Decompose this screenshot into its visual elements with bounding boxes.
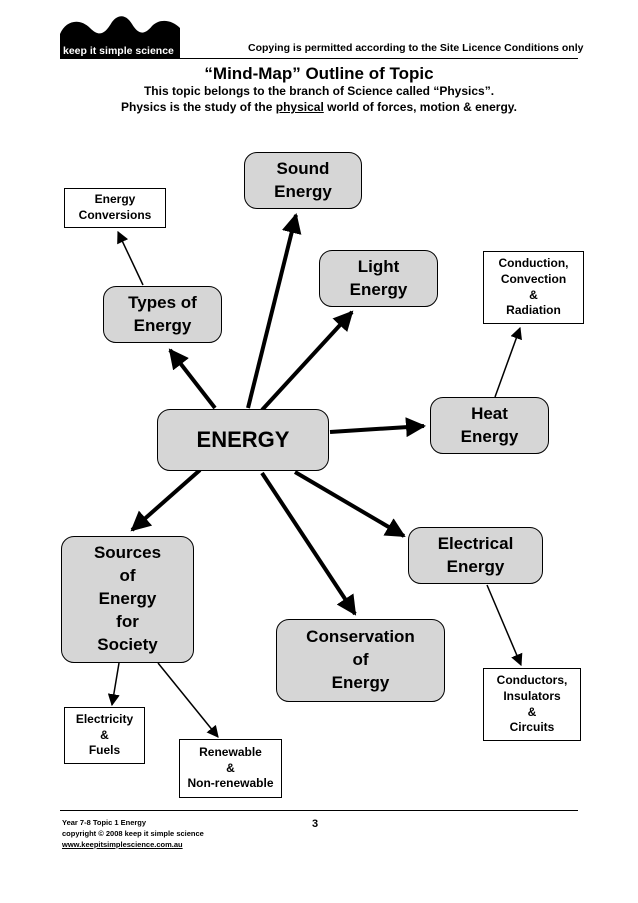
registered-mark: ® (170, 31, 176, 38)
arrow-to-conservation (260, 471, 357, 616)
leaf-conductors-insulators-circuits: Conductors, Insulators & Circuits (483, 668, 581, 741)
node-energy: ENERGY (157, 409, 329, 471)
intro-line-2-end: world of forces, motion & energy. (323, 100, 517, 114)
node-light-energy: Light Energy (319, 250, 438, 307)
header-divider (60, 58, 578, 59)
leaf-energy-conversions: Energy Conversions (64, 188, 166, 228)
arrow-to-electricity (107, 662, 120, 707)
arrow-to-conduction (494, 326, 522, 398)
arrow-to-renewable (157, 662, 219, 738)
logo-mark-icon (60, 16, 180, 46)
leaf-conduction-convection-radiation: Conduction, Convection & Radiation (483, 251, 584, 324)
arrow-to-types (168, 348, 217, 410)
page-title: “Mind-Map” Outline of Topic (204, 64, 434, 83)
arrow-to-sound (246, 213, 302, 409)
node-types-of-energy: Types of Energy (103, 286, 222, 343)
arrow-to-conversions (117, 230, 144, 286)
intro-line-2: Physics is the study of the physical wor… (0, 100, 638, 114)
footer-website-link[interactable]: www.keepitsimplescience.com.au (62, 840, 183, 849)
footer-divider (60, 810, 578, 811)
arrow-to-conductors (486, 584, 523, 667)
footer-topic: Year 7-8 Topic 1 Energy (62, 818, 147, 827)
leaf-electricity-fuels: Electricity & Fuels (64, 707, 145, 764)
intro-line-1: This topic belongs to the branch of Scie… (143, 84, 495, 98)
arrow-to-heat (329, 417, 426, 438)
intro-underlined-word: physical (275, 100, 324, 114)
node-conservation-of-energy: Conservation of Energy (276, 619, 445, 702)
intro-line-2-start: Physics is the study of the (121, 100, 276, 114)
node-electrical-energy: Electrical Energy (408, 527, 543, 584)
footer-copyright: copyright © 2008 keep it simple science (62, 829, 204, 838)
node-heat-energy: Heat Energy (430, 397, 549, 454)
node-sources-of-energy: Sources of Energy for Society (61, 536, 194, 663)
logo: ® keep it simple science (60, 16, 180, 58)
page-number: 3 (312, 818, 319, 830)
logo-text: keep it simple science (60, 44, 180, 58)
copyright-notice: Copying is permitted according to the Si… (248, 42, 584, 54)
arrow-to-electrical (293, 470, 406, 538)
arrow-to-light (260, 310, 354, 412)
arrow-to-sources (130, 468, 202, 532)
leaf-renewable-non-renewable: Renewable & Non-renewable (179, 739, 282, 798)
node-sound-energy: Sound Energy (244, 152, 362, 209)
